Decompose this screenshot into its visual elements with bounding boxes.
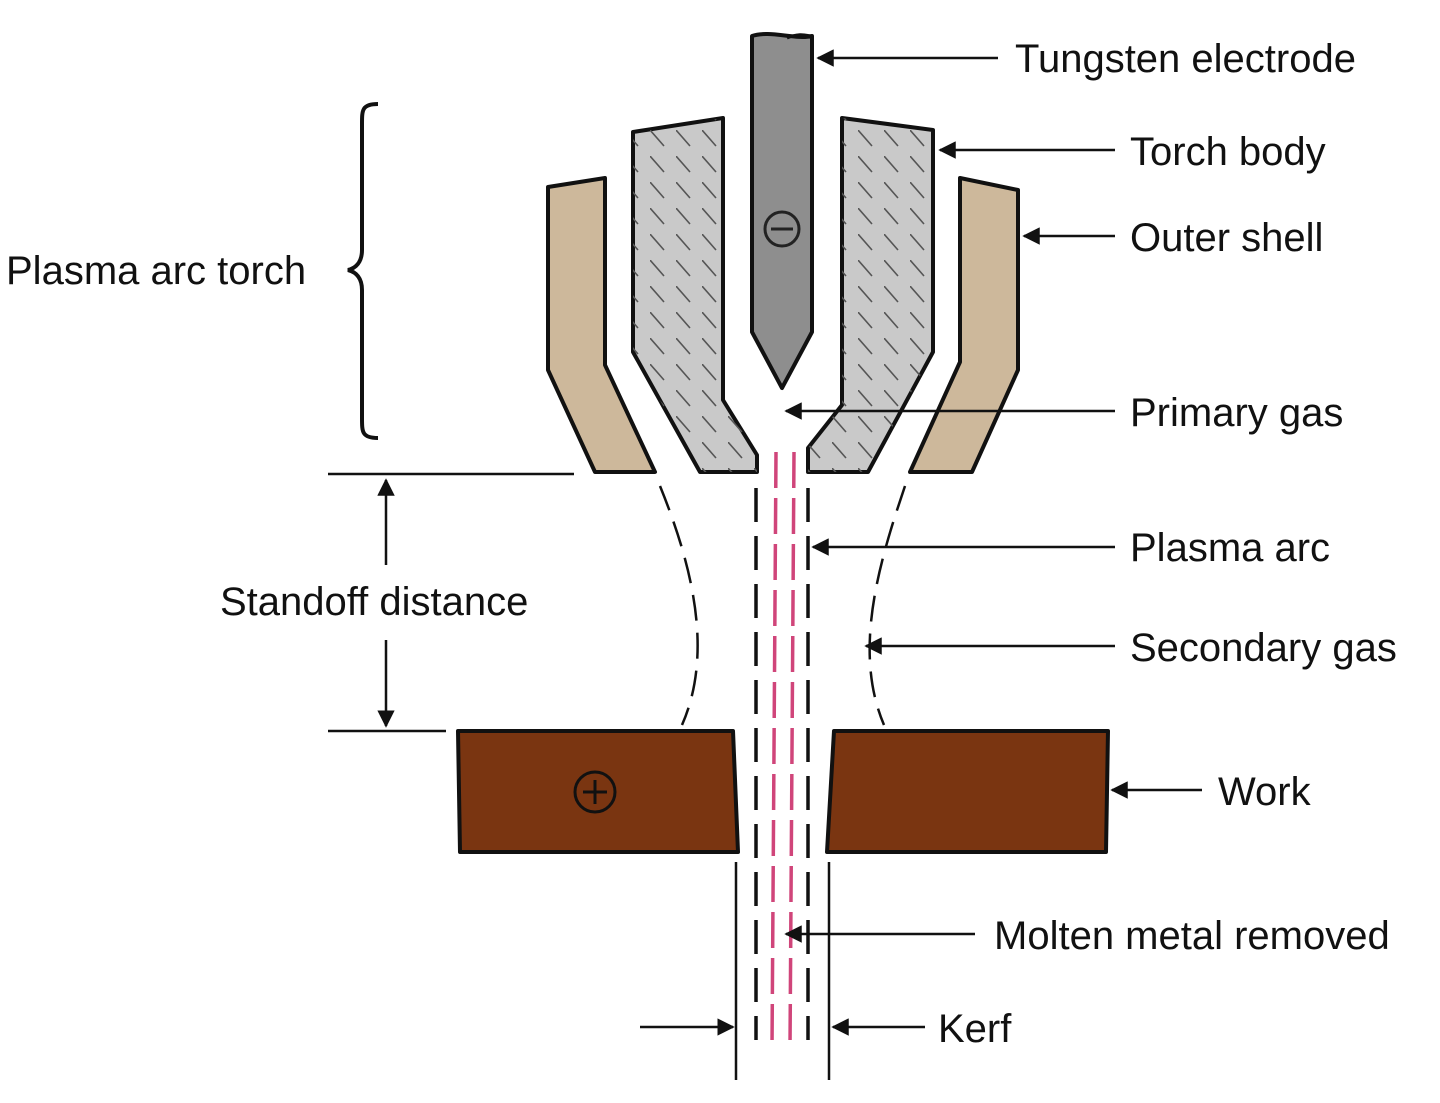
outer-shell-left (546, 176, 657, 474)
molten-metal-stream (770, 451, 796, 1049)
secondary-gas (658, 485, 907, 726)
plasma-arc (754, 488, 810, 1040)
work-piece-right (825, 729, 1110, 854)
plasma-arc-torch-brace (347, 102, 379, 440)
label-molten-metal-removed: Molten metal removed (994, 914, 1390, 958)
outer-shell-right (908, 176, 1020, 474)
kerf-lines (734, 862, 831, 1080)
label-torch-body: Torch body (1130, 130, 1326, 174)
label-kerf: Kerf (938, 1007, 1012, 1051)
label-plasma-arc: Plasma arc (1130, 526, 1330, 570)
label-secondary-gas: Secondary gas (1130, 626, 1397, 670)
label-plasma-arc-torch: Plasma arc torch (6, 249, 306, 293)
work-positive-symbol (573, 770, 617, 814)
label-standoff-distance: Standoff distance (220, 580, 528, 624)
label-work: Work (1218, 770, 1312, 814)
label-primary-gas: Primary gas (1130, 391, 1343, 435)
electrode-negative-symbol (763, 210, 801, 248)
label-tungsten-electrode: Tungsten electrode (1015, 37, 1356, 81)
label-outer-shell: Outer shell (1130, 216, 1323, 260)
